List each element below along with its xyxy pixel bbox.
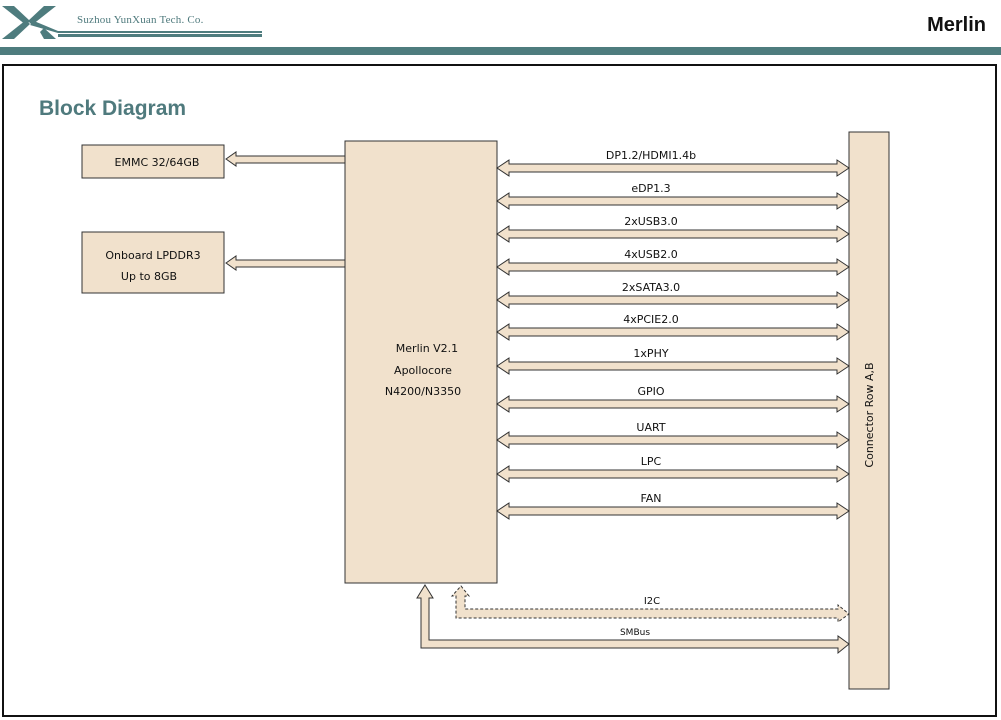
interface-label-fan: FAN — [640, 492, 661, 505]
soc-block: Merlin V2.1 Apollocore N4200/N3350 — [344, 140, 498, 584]
soc-label-line2: Apollocore — [394, 364, 452, 377]
interface-arrow-dp1-2-hdmi1-4b — [496, 159, 850, 177]
interface-label-4xpcie2-0: 4xPCIE2.0 — [623, 313, 679, 326]
interface-label-lpc: LPC — [641, 455, 662, 468]
interface-arrow-4xpcie2-0 — [496, 323, 850, 341]
yunxuan-logo-icon — [2, 6, 262, 39]
interface-label-edp1-3: eDP1.3 — [631, 182, 670, 195]
emmc-block: EMMC 32/64GB — [81, 144, 225, 179]
interface-arrow-fan — [496, 502, 850, 520]
header-band — [0, 47, 1001, 55]
smbus-label: SMBus — [620, 628, 650, 638]
interface-arrow-lpc — [496, 465, 850, 483]
i2c-label: I2C — [644, 596, 660, 607]
interface-arrow-4xusb2-0 — [496, 258, 850, 276]
lpddr-label-line1: Onboard LPDDR3 — [105, 249, 200, 262]
connector-label: Connector Row A,B — [863, 362, 876, 467]
company-name: Suzhou YunXuan Tech. Co. — [77, 14, 204, 26]
interface-label-dp1-2-hdmi1-4b: DP1.2/HDMI1.4b — [606, 149, 696, 162]
lpddr-arrow — [225, 255, 346, 271]
interface-label-1xphy: 1xPHY — [633, 347, 668, 360]
interface-label-4xusb2-0: 4xUSB2.0 — [624, 248, 678, 261]
interface-label-2xusb3-0: 2xUSB3.0 — [624, 215, 678, 228]
interface-arrow-1xphy — [496, 357, 850, 375]
smbus-arrow — [416, 584, 850, 655]
interface-arrow-2xsata3-0 — [496, 291, 850, 309]
product-name: Merlin — [927, 14, 986, 36]
i2c-bus: I2C — [450, 585, 850, 623]
interface-label-gpio: GPIO — [637, 385, 664, 398]
interface-label-2xsata3-0: 2xSATA3.0 — [622, 281, 680, 294]
interface-label-uart: UART — [636, 421, 665, 434]
interface-arrow-gpio — [496, 395, 850, 413]
interface-arrow-edp1-3 — [496, 192, 850, 210]
interface-arrow-2xusb3-0 — [496, 225, 850, 243]
i2c-arrow — [450, 585, 850, 623]
emmc-label: EMMC 32/64GB — [115, 156, 200, 169]
interface-arrows: DP1.2/HDMI1.4b eDP1.3 2xUSB3.0 4xUSB2.0 2xSA… — [496, 149, 850, 520]
soc-label-line1: Merlin V2.1 — [396, 342, 458, 355]
interface-arrow-uart — [496, 431, 850, 449]
diagram-frame — [2, 64, 997, 717]
lpddr-label-line2: Up to 8GB — [121, 270, 177, 283]
smbus-bus: SMBus — [416, 584, 850, 655]
connector-block: Connector Row A,B — [848, 131, 890, 690]
soc-label-line3: N4200/N3350 — [385, 385, 461, 398]
lpddr-block: Onboard LPDDR3 Up to 8GB — [81, 231, 225, 294]
emmc-arrow — [225, 151, 346, 167]
diagram-heading: Block Diagram — [39, 97, 187, 120]
